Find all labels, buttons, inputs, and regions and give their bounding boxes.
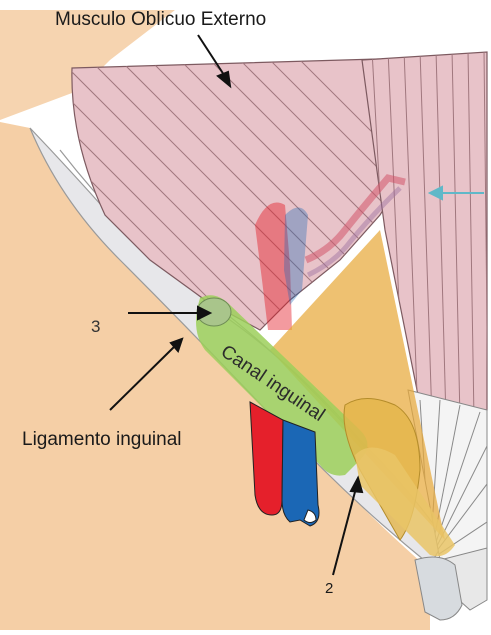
muscle-title-label: Musculo Oblicuo Externo [55,10,266,29]
lower-vein [282,420,319,526]
marker-3-label: 3 [91,318,100,335]
ligament-label: Ligamento inguinal [22,430,182,449]
marker-2-label: 2 [325,581,333,596]
